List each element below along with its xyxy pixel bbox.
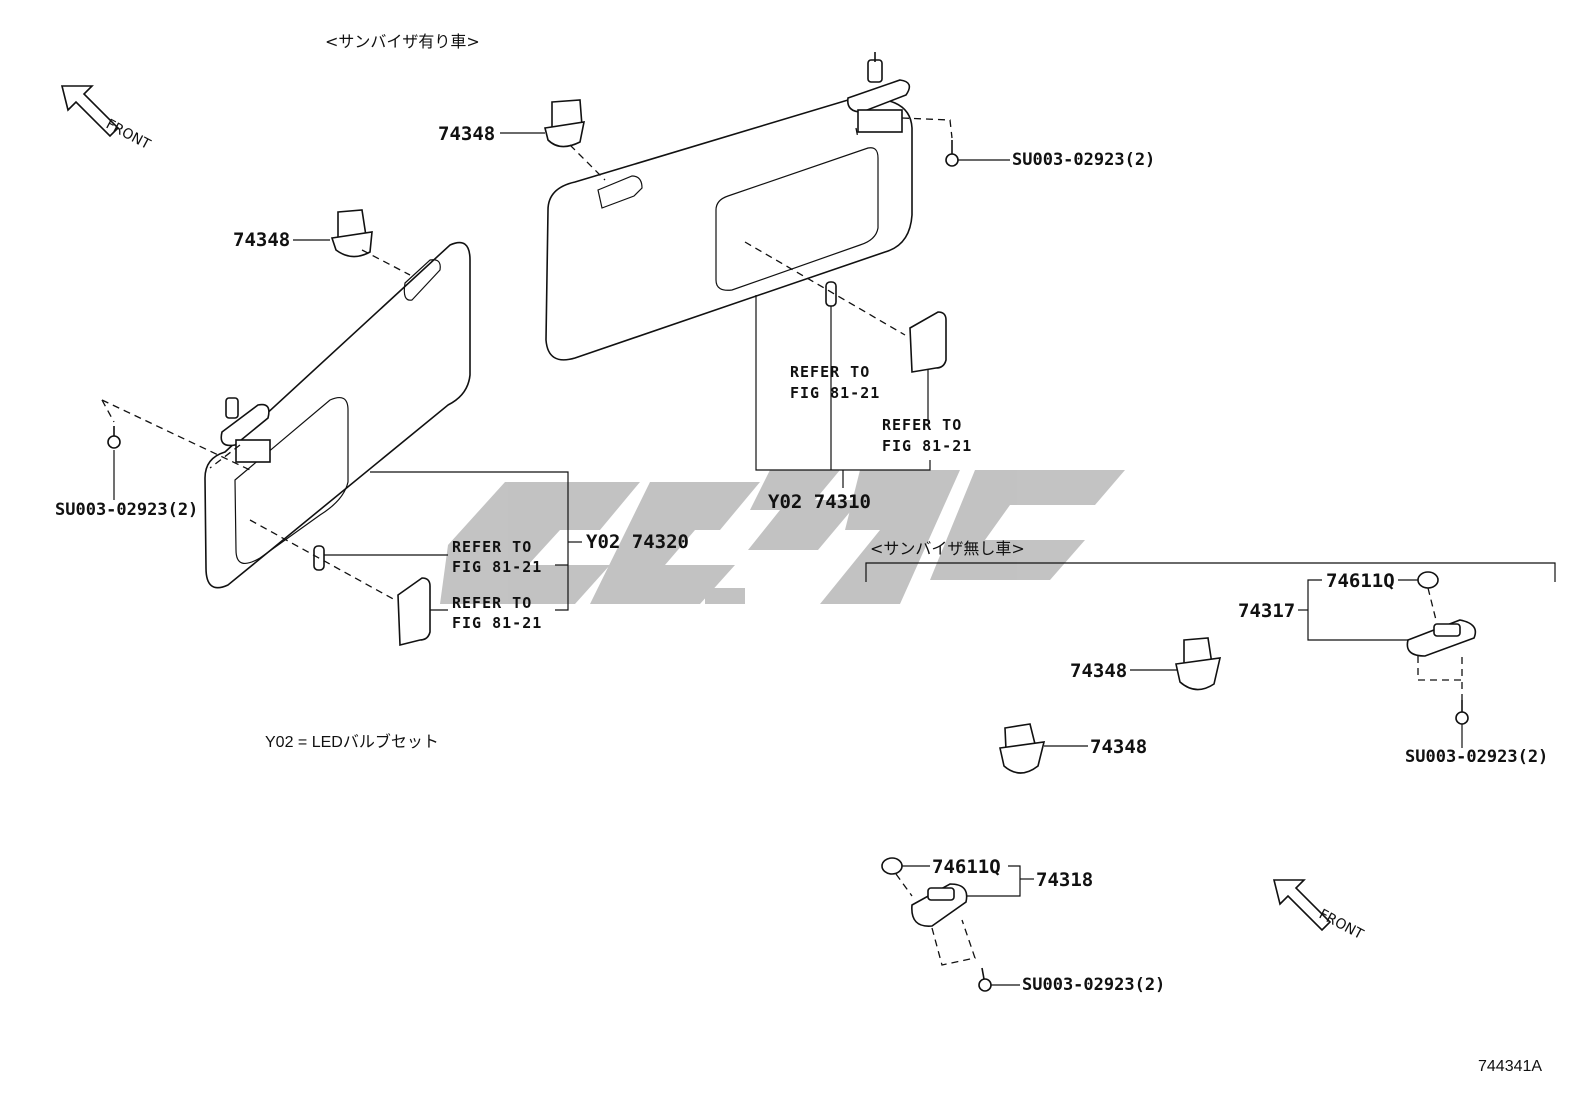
- bracket-74317: [1406, 619, 1477, 657]
- bracket-74318: [911, 883, 968, 927]
- holder-right-2-label: 74348: [1090, 736, 1147, 758]
- visor-holder-right-2: [999, 723, 1046, 774]
- screw-top-right-label: SU003-02923(2): [1012, 150, 1155, 170]
- bracket-74318-label: 74318: [1036, 869, 1093, 891]
- cover-74611q-a-label: 74611Q: [1326, 570, 1395, 592]
- front-arrow-bottom-right-icon: [1272, 879, 1332, 932]
- caption-with-sunvisor: <サンバイザ有り車>: [325, 32, 480, 51]
- visor-right-label: Y02 74310: [768, 491, 871, 513]
- legend-note: Y02 = LEDバルブセット: [265, 732, 439, 751]
- screw-left-icon: [107, 426, 121, 449]
- fig-label-3: FIG 81-21: [452, 558, 542, 576]
- screw-right-label: SU003-02923(2): [1405, 747, 1548, 767]
- cover-74611q-a-icon: [1417, 571, 1439, 589]
- sun-visor-right: [545, 97, 913, 361]
- front-label-bottom-right: FRONT: [1316, 906, 1366, 943]
- screw-left-label: SU003-02923(2): [55, 500, 198, 520]
- refer-to-label-4: REFER TO: [452, 594, 532, 612]
- visor-left-label: Y02 74320: [586, 531, 689, 553]
- sun-visor-left: [204, 241, 471, 589]
- refer-to-label-3: REFER TO: [452, 538, 532, 556]
- cover-74611q-b-label: 74611Q: [932, 856, 1001, 878]
- screw-bottom-icon: [978, 967, 992, 992]
- watermark-logo: [440, 470, 1125, 604]
- screw-bottom-label: SU003-02923(2): [1022, 975, 1165, 995]
- visor-mount-right: [846, 52, 911, 133]
- screw-right-icon: [1455, 700, 1469, 725]
- bracket-74317-label: 74317: [1238, 600, 1295, 622]
- fig-label-1: FIG 81-21: [790, 384, 880, 402]
- visor-holder-top-center: [544, 99, 586, 148]
- screw-top-right-icon: [945, 140, 959, 167]
- bulb-right-icon: [825, 281, 837, 307]
- refer-to-label-1: REFER TO: [790, 363, 870, 381]
- figure-id: 744341A: [1478, 1058, 1542, 1075]
- caption-without-sunvisor: <サンバイザ無し車>: [870, 539, 1025, 558]
- holder-right-1-label: 74348: [1070, 660, 1127, 682]
- cover-74611q-b-icon: [881, 857, 903, 875]
- holder-top-left-label: 74348: [233, 229, 290, 251]
- refer-to-label-2: REFER TO: [882, 416, 962, 434]
- fig-label-4: FIG 81-21: [452, 614, 542, 632]
- visor-mount-left: [220, 397, 271, 463]
- visor-holder-top-left: [330, 209, 373, 258]
- lens-pad-left: [397, 577, 431, 647]
- lens-pad-right: [909, 311, 947, 373]
- visor-holder-right-1: [1175, 637, 1222, 691]
- fig-label-2: FIG 81-21: [882, 437, 972, 455]
- front-arrow-top-left-icon: [60, 85, 120, 138]
- holder-top-center-label: 74348: [438, 123, 495, 145]
